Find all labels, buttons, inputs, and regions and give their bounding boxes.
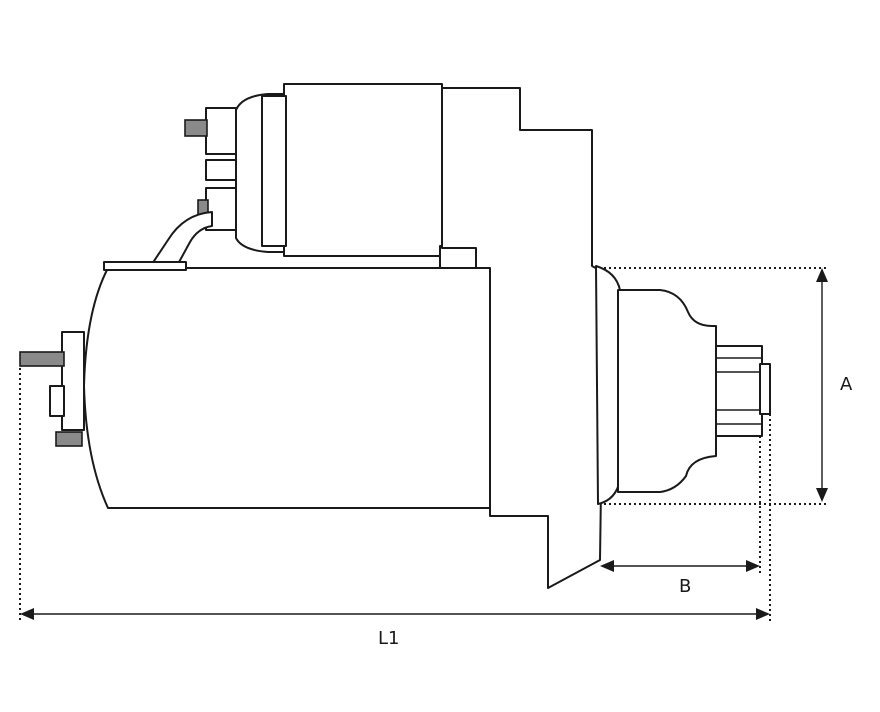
solenoid-ring [261,95,287,247]
solenoid-body [283,83,443,257]
solenoid-middle-tab [205,159,237,181]
rear-middle-tab [49,385,65,417]
rear-bottom-stud [55,431,83,447]
drive-nose [617,289,717,493]
dimension-a-label: A [840,374,853,395]
solenoid-upper-nut [205,107,237,155]
dimension-b-right-arrow [746,560,760,572]
pinion-gear [715,345,763,437]
dimension-a: A [604,267,853,505]
motor-housing [19,245,491,509]
dimension-l1: L1 [19,368,771,649]
mounting-flange [595,265,621,505]
dimension-a-top-arrow [816,268,828,282]
motor-mount-plate [439,245,477,269]
motor-body [83,267,491,509]
pinion-shaft-tip [759,363,771,415]
dimension-b-label: B [679,576,691,597]
field-cable [151,211,213,265]
dimension-l1-label: L1 [378,628,399,649]
dimension-b: B [600,436,761,597]
rear-top-stud [19,351,65,367]
motor-band [103,261,187,271]
drive-end [441,87,771,589]
solenoid [151,83,443,265]
dimension-b-left-arrow [600,560,614,572]
dimension-l1-right-arrow [756,608,770,620]
dimension-l1-left-arrow [20,608,34,620]
solenoid-upper-stud [184,119,208,137]
rear-terminal-block [61,331,85,431]
dimension-a-bottom-arrow [816,488,828,502]
